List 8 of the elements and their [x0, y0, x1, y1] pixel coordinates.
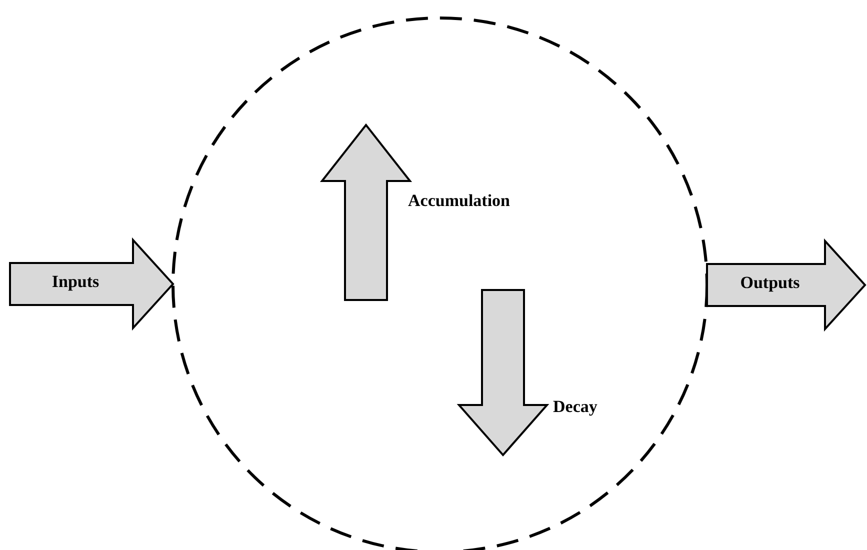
down-arrow: [459, 290, 547, 455]
up-arrow: [322, 125, 410, 300]
block-arrow: [707, 241, 865, 329]
block-arrow: [10, 240, 173, 328]
arrow-caption: Accumulation: [408, 191, 510, 211]
arrow-label: Outputs: [740, 273, 800, 293]
arrow-label: Inputs: [52, 272, 100, 292]
arrow-caption: Decay: [553, 397, 598, 417]
